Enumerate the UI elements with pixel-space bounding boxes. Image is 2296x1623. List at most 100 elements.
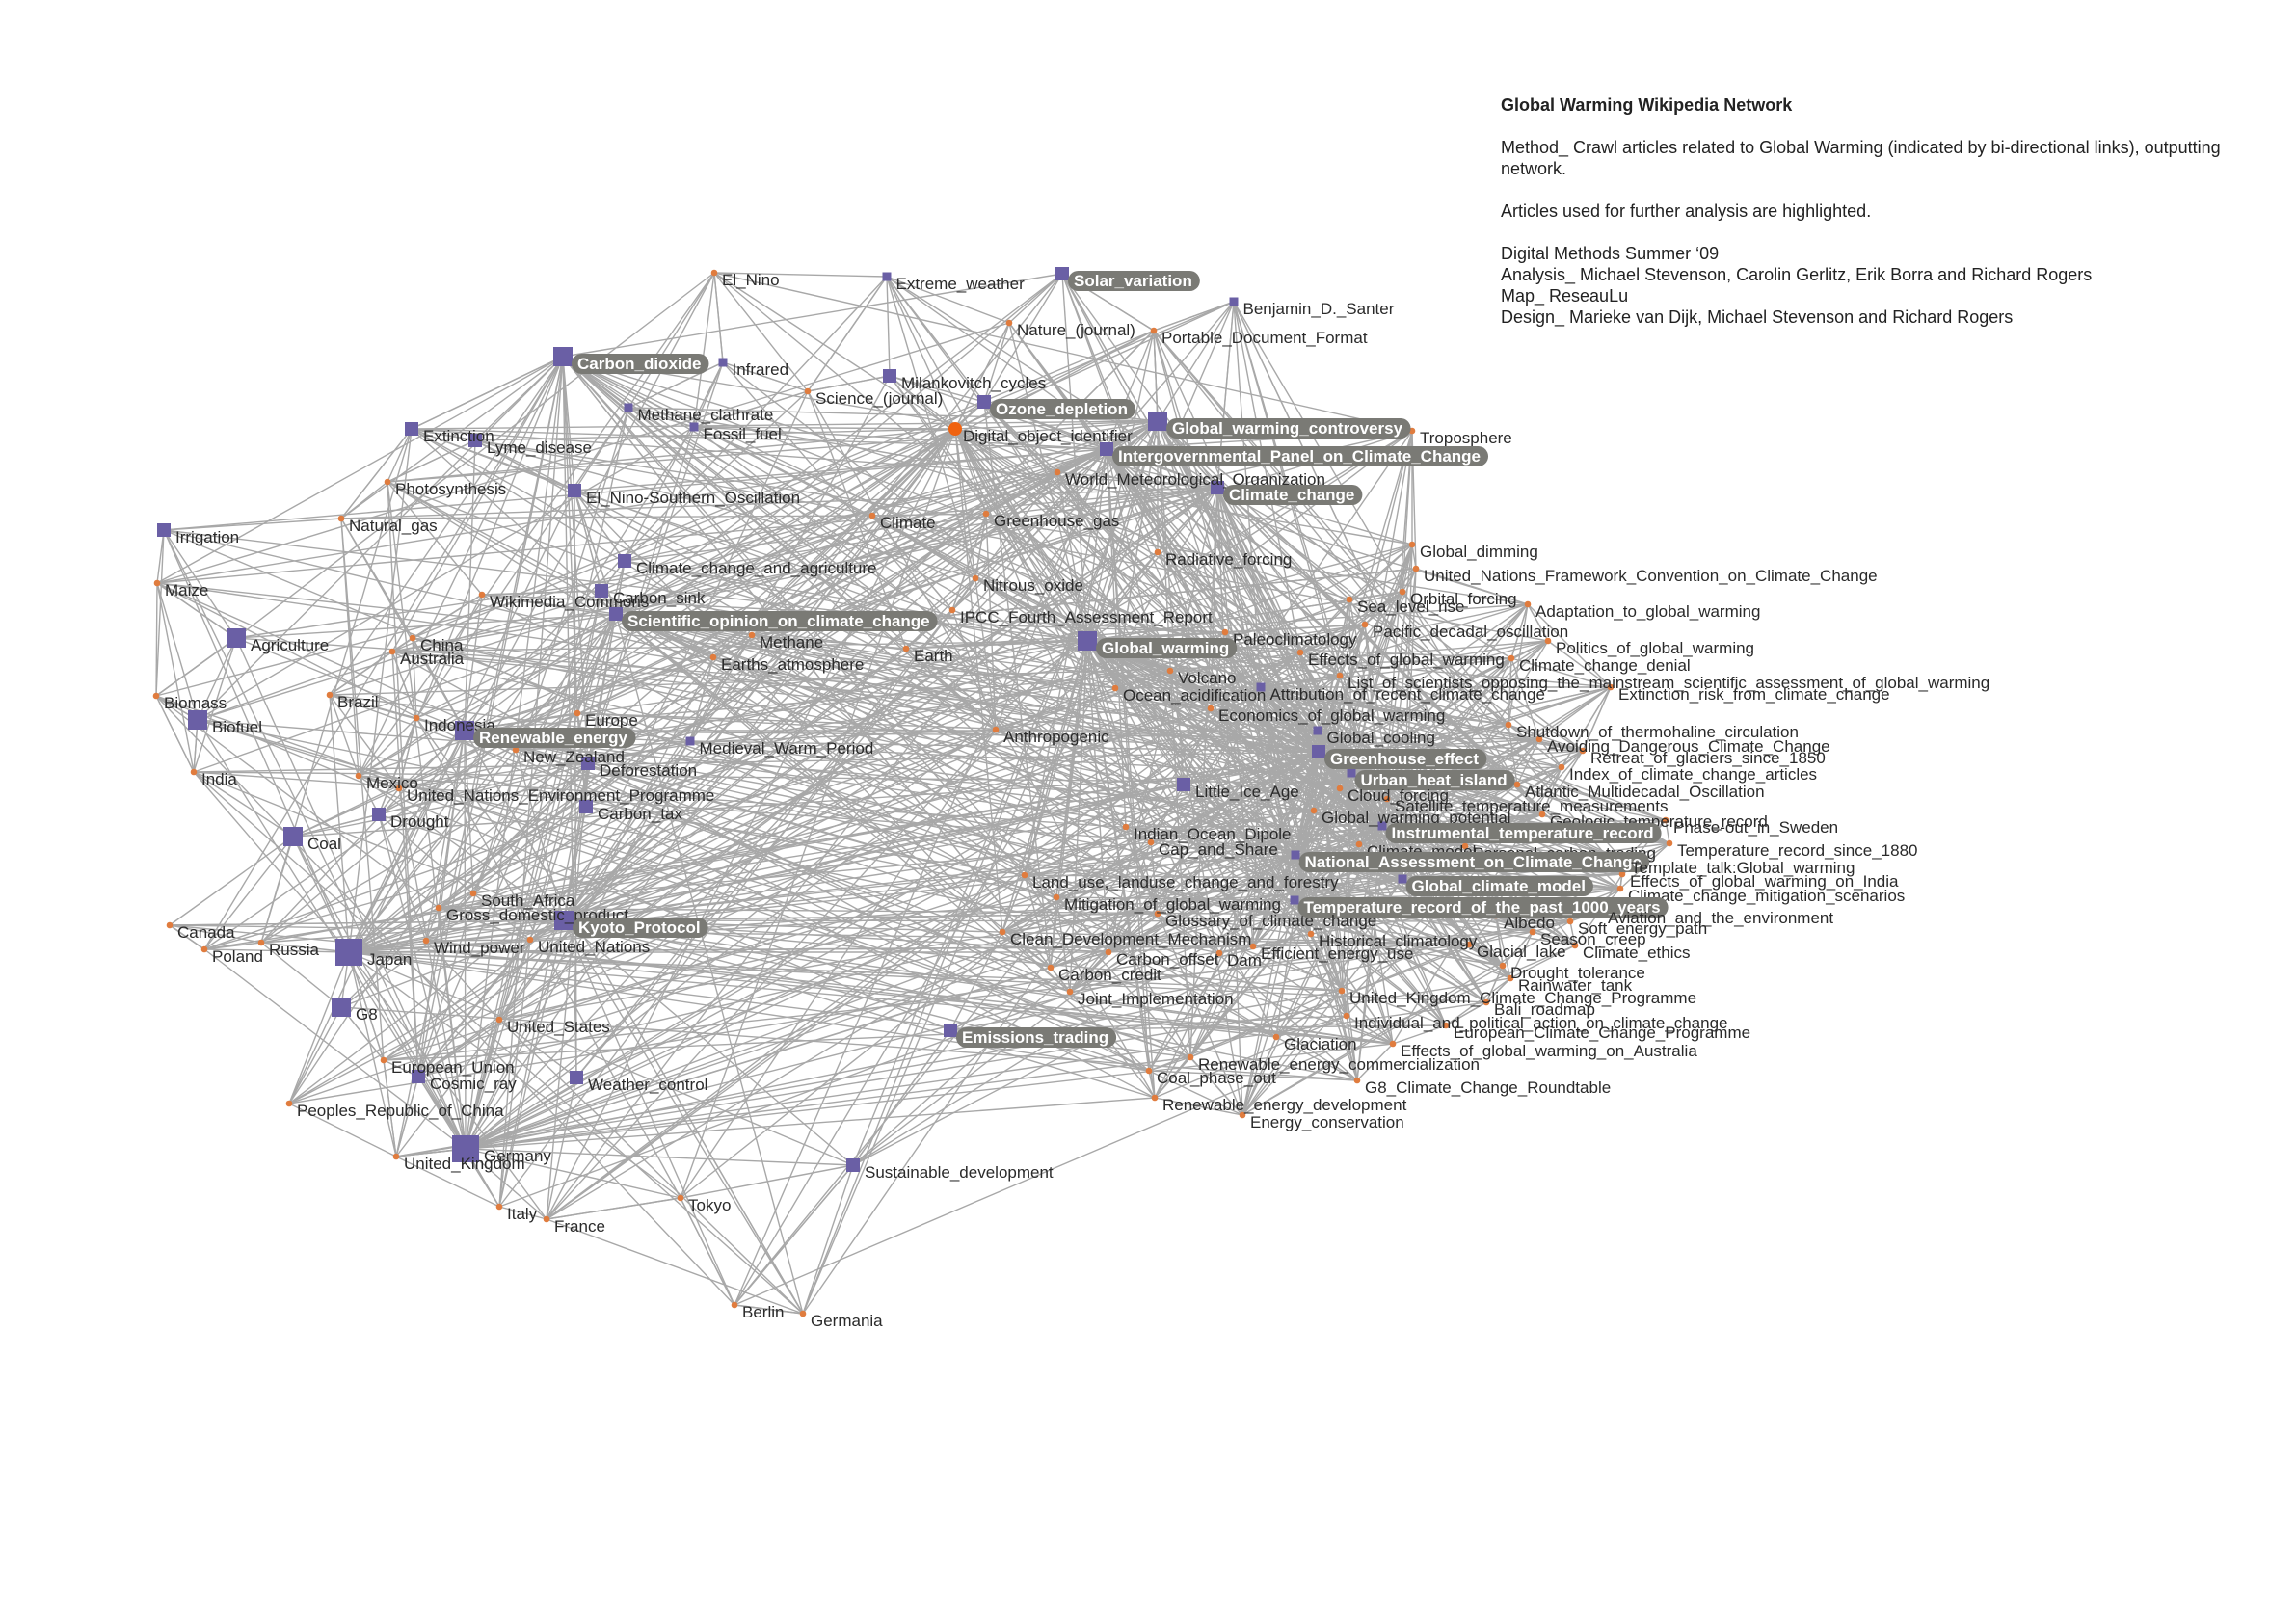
network-edge xyxy=(395,1043,1394,1157)
network-edge xyxy=(1350,430,1413,774)
network-edge xyxy=(156,582,237,639)
network-edge xyxy=(169,924,205,950)
node-label: World_Meteorological_Organization xyxy=(1065,470,1325,489)
network-node xyxy=(1662,816,1669,824)
network-edge xyxy=(417,487,1218,1078)
article-node xyxy=(595,584,608,598)
network-node xyxy=(992,726,1000,733)
node-label: Deforestation xyxy=(600,761,697,780)
network-node xyxy=(1054,468,1061,476)
article-node xyxy=(227,628,246,648)
network-edge xyxy=(348,730,466,953)
network-edge xyxy=(562,356,577,1078)
network-edge xyxy=(1148,1070,1358,1081)
network-edge xyxy=(169,924,262,944)
node-label: Berlin xyxy=(742,1303,784,1321)
article-node xyxy=(718,358,728,367)
network-edge xyxy=(1348,599,1366,625)
network-edge xyxy=(156,356,564,584)
network-edge xyxy=(954,428,1243,1116)
highlight-note: Articles used for further analysis are h… xyxy=(1501,201,1872,221)
network-node xyxy=(469,890,477,897)
highlighted-article-label: Greenhouse_effect xyxy=(1330,750,1479,768)
highlighted-article-label: Intergovernmental_Panel_on_Climate_Chang… xyxy=(1118,447,1481,466)
network-edge xyxy=(886,276,1010,324)
network-node xyxy=(392,1153,400,1160)
network-edge xyxy=(722,361,809,392)
network-edge xyxy=(498,762,589,1208)
network-edge xyxy=(197,426,695,721)
network-edge xyxy=(1508,657,1512,726)
article-node xyxy=(553,347,573,366)
highlighted-article-label: Climate_change xyxy=(1229,486,1354,504)
node-label: Renewable_energy_commercialization xyxy=(1198,1055,1480,1074)
network-edge xyxy=(358,356,564,777)
network-edge xyxy=(203,836,294,950)
node-label: Cosmic_ray xyxy=(430,1075,517,1093)
node-label: Carbon_credit xyxy=(1058,966,1161,984)
node-label: Europe xyxy=(585,711,638,730)
network-edge xyxy=(169,836,294,926)
node-label: Canada xyxy=(177,923,235,942)
node-label: Climate_ethics xyxy=(1583,944,1691,962)
article-node xyxy=(1055,267,1069,280)
network-edge xyxy=(1485,965,1504,1003)
node-label: Agriculture xyxy=(251,636,329,654)
network-node xyxy=(1336,785,1344,792)
network-edge xyxy=(411,428,1108,450)
network-node xyxy=(710,269,718,277)
network-edge xyxy=(1216,487,1562,768)
network-edge xyxy=(464,730,1057,898)
network-edge xyxy=(515,749,565,921)
article-node xyxy=(977,395,991,409)
network-edge xyxy=(155,695,735,1306)
network-edge xyxy=(562,356,1383,827)
highlight-pill xyxy=(1385,823,1662,843)
article-node xyxy=(579,800,593,813)
node-label: Weather_control xyxy=(588,1076,707,1094)
network-edge xyxy=(615,613,804,1315)
network-edge xyxy=(562,273,1063,358)
node-label: Atlantic_Multidecadal_Oscillation xyxy=(1525,783,1765,801)
network-edge xyxy=(155,695,951,1031)
network-edge xyxy=(163,529,237,639)
node-label: Sea_level_rise xyxy=(1357,598,1465,616)
network-edge xyxy=(1392,1024,1447,1045)
network-node xyxy=(1310,807,1318,814)
network-edge xyxy=(1157,301,1235,422)
network-edge xyxy=(689,656,714,742)
network-edge xyxy=(155,695,440,909)
network-edge xyxy=(574,448,1108,492)
network-edge xyxy=(574,490,617,615)
highlight-pill xyxy=(1096,638,1238,658)
network-node xyxy=(902,645,910,652)
network-edge xyxy=(155,637,237,697)
network-edge xyxy=(498,919,565,1208)
node-label: Historical_climatology xyxy=(1319,932,1478,950)
node-label: Drought xyxy=(390,812,449,831)
node-label: Biofuel xyxy=(212,718,262,736)
network-edge xyxy=(348,426,695,953)
network-edge xyxy=(734,826,1127,1306)
network-edge xyxy=(1402,591,1509,726)
network-node xyxy=(388,648,396,655)
node-label: Carbon_sink xyxy=(613,589,706,607)
network-node xyxy=(1221,628,1229,636)
network-edge xyxy=(1216,487,1243,1116)
network-edge xyxy=(563,428,956,921)
network-edge xyxy=(546,487,1218,1220)
node-label: Wind_power xyxy=(434,939,525,957)
network-node xyxy=(574,709,581,717)
network-node xyxy=(478,591,486,599)
network-edge xyxy=(155,448,1108,697)
network-edge xyxy=(563,919,1394,1045)
network-edge xyxy=(1024,640,1088,876)
network-edge xyxy=(1157,420,1352,774)
network-node xyxy=(1343,1012,1350,1020)
node-label: Shutdown_of_thermohaline_circulation xyxy=(1516,723,1799,741)
article-node xyxy=(1078,631,1097,651)
node-label: Troposphere xyxy=(1420,429,1512,447)
highlighted-article-label: Kyoto_Protocol xyxy=(578,918,701,937)
network-edge xyxy=(156,582,195,773)
node-label: Coal xyxy=(307,835,341,853)
